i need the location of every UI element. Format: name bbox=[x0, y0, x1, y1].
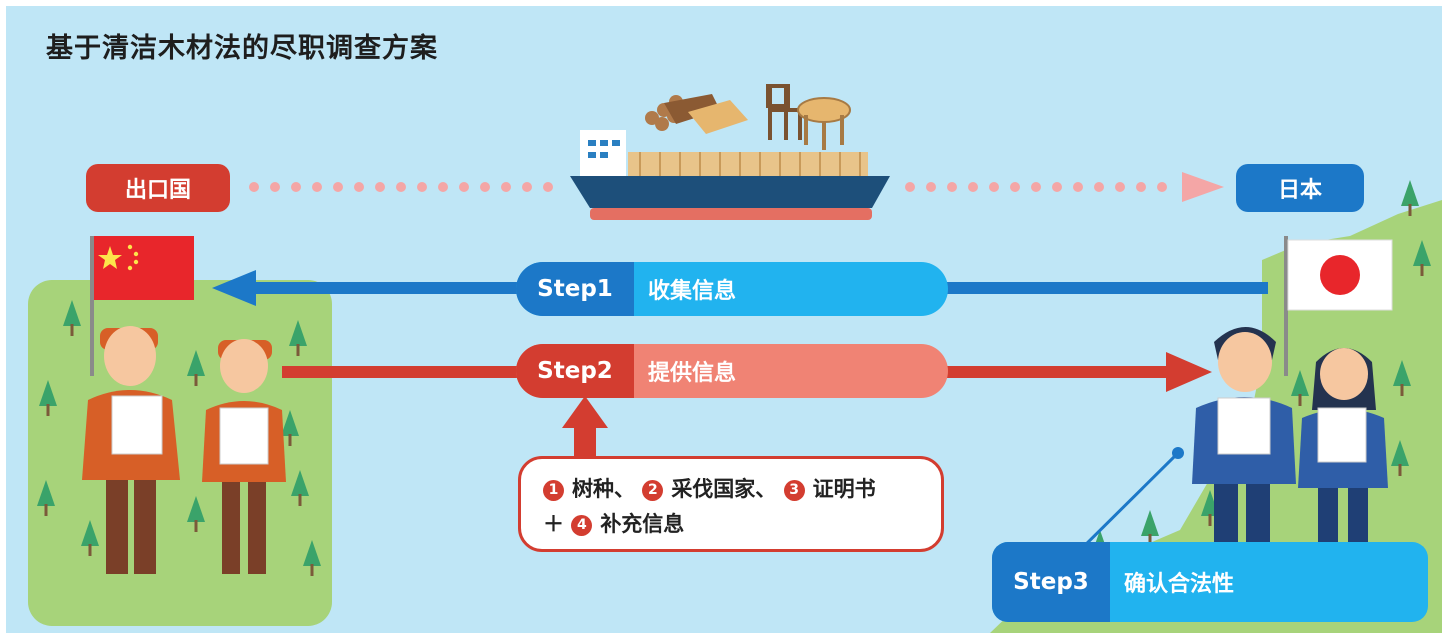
importer-woman bbox=[1298, 348, 1388, 542]
number-badge-2: 2 bbox=[642, 480, 664, 501]
shipping-route-dots bbox=[249, 172, 1224, 202]
step3-text: 确认合法性 bbox=[1124, 572, 1235, 597]
importer-man bbox=[1192, 327, 1296, 542]
export-worker-icons bbox=[82, 326, 286, 574]
info-item-species: 树种、 bbox=[572, 477, 635, 501]
number-badge-4: 4 bbox=[571, 515, 593, 536]
worker-woman bbox=[202, 339, 286, 574]
step1-box: Step1 收集信息 bbox=[516, 262, 948, 316]
step3-box: Step3 确认合法性 bbox=[992, 542, 1428, 622]
info-up-arrow bbox=[562, 396, 608, 460]
number-badge-1: 1 bbox=[543, 480, 564, 501]
required-info-box: 1 树种、 2 采伐国家、 3 证明书 ＋ 4 补充信息 bbox=[518, 456, 944, 552]
step1-text: 收集信息 bbox=[648, 279, 737, 304]
step2-label: Step2 bbox=[516, 344, 634, 398]
plus-sign: ＋ bbox=[543, 512, 564, 536]
china-flag-icon bbox=[90, 236, 194, 376]
info-item-country: 采伐国家、 bbox=[671, 477, 777, 501]
japan-flag-icon bbox=[1284, 236, 1393, 376]
info-item-additional: 补充信息 bbox=[600, 512, 685, 536]
export-forest-area bbox=[28, 280, 332, 626]
number-badge-3: 3 bbox=[783, 480, 805, 501]
step2-text: 提供信息 bbox=[648, 361, 737, 386]
worker-man bbox=[82, 326, 180, 574]
page-title: 基于清洁木材法的尽职调查方案 bbox=[46, 33, 438, 64]
step1-label: Step1 bbox=[516, 262, 634, 316]
info-line-1: 1 树种、 2 采伐国家、 3 证明书 bbox=[543, 472, 941, 507]
import-worker-icons bbox=[1192, 327, 1388, 542]
step3-label: Step3 bbox=[992, 542, 1110, 622]
wood-products-icon bbox=[645, 84, 851, 150]
info-line-2: ＋ 4 补充信息 bbox=[543, 507, 941, 542]
step2-box: Step2 提供信息 bbox=[516, 344, 948, 398]
export-country-label: 出口国 bbox=[86, 164, 230, 212]
info-item-certificate: 证明书 bbox=[812, 477, 876, 501]
import-country-label: 日本 bbox=[1236, 164, 1364, 212]
cargo-ship-icon bbox=[570, 130, 890, 220]
